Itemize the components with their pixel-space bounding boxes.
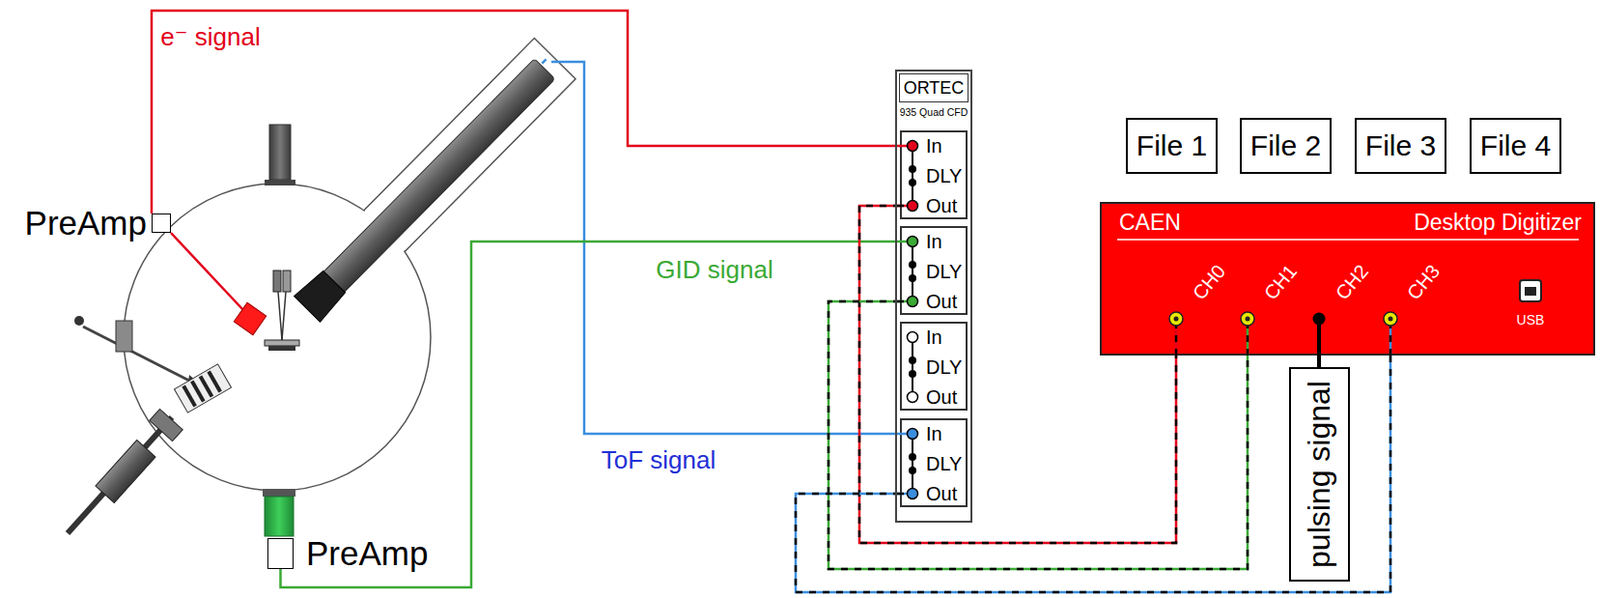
pulser-label: pulsing signal [1301,380,1337,568]
signal-label: e⁻ signal [160,22,260,53]
pulser-box: pulsing signal [1289,366,1350,582]
channel-label: In [926,325,943,349]
channel-label: Out [926,481,957,506]
cfd-module: ORTEC935 Quad CFDInDLYOutInDLYOutInDLYOu… [895,69,973,523]
signal-cable [151,10,900,214]
channel-label: Out [926,194,957,218]
preamp-box: PreAmp [267,537,294,569]
signal-cable [795,355,1391,592]
module-brand: ORTEC [898,73,969,103]
channel-label: DLY [926,259,962,283]
channel-label: In [926,134,943,158]
signal-cable [1319,355,1320,367]
file-label: File 2 [1250,128,1321,164]
digitizer-title: Desktop Digitizer [1413,208,1582,236]
file-label: File 1 [1136,128,1208,164]
cfd-channel: InDLY Out [899,321,968,411]
signal-cable [280,241,901,588]
file-label: File 4 [1480,128,1551,164]
preamp-label: PreAmp [25,203,147,243]
channel-label: In [926,229,943,253]
cfd-channel: InDLY Out [899,225,968,315]
channel-label: DLY [926,355,962,379]
cfd-channel: InDLY Out [899,418,968,507]
signal-label: GID signal [655,254,773,285]
channel-label: DLY [926,164,962,188]
file-box: File 3 [1354,117,1447,174]
channel-label: In [926,421,943,446]
file-label: File 3 [1365,128,1436,164]
file-box: File 1 [1125,117,1218,174]
digitizer-title: CAEN [1119,208,1181,236]
file-box: File 4 [1469,117,1562,174]
file-box: File 2 [1239,117,1332,174]
channel-label: Out [926,385,957,409]
cfd-channel: InDLY Out [899,130,968,220]
signal-label: ToF signal [601,445,717,476]
channel-label: Out [926,289,957,313]
channel-label: DLY [926,451,962,476]
module-model: 935 Quad CFD [897,106,971,119]
preamp-box: PreAmp [151,213,171,233]
port-name: USB [1516,311,1545,329]
preamp-label: PreAmp [306,533,428,573]
